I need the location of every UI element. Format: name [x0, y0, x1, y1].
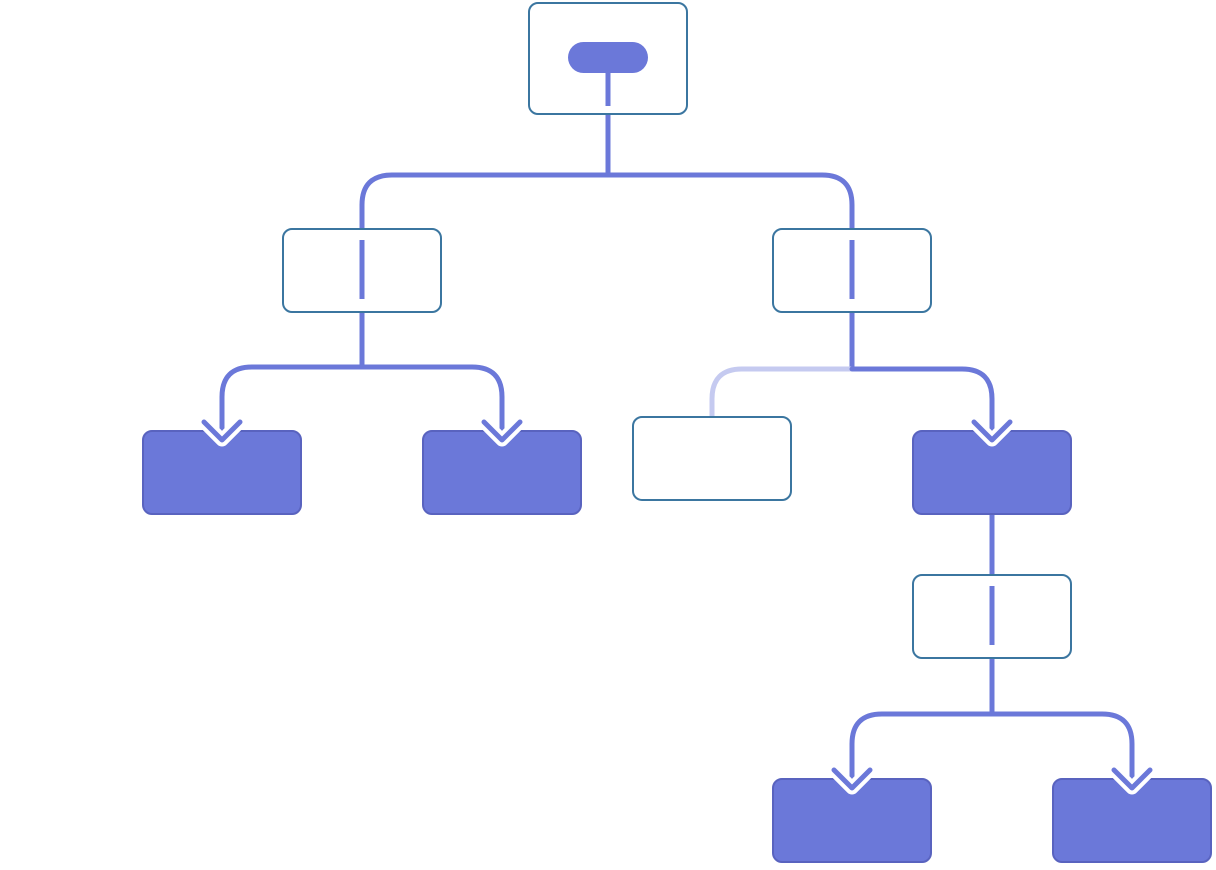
edge-right-branch-to-right-filled [849, 366, 995, 443]
arrowhead-left-leaf-2 [481, 419, 523, 443]
edge-root-to-left-branch [359, 172, 611, 231]
node-box-right-empty [632, 416, 792, 501]
arrowhead-left-leaf-1 [201, 419, 243, 443]
edge-deep-branch-to-deep-leaf-1 [849, 711, 995, 791]
root-pill [568, 42, 648, 73]
edge-root-to-right-branch [605, 172, 855, 231]
edge-right-branch-to-right-empty [709, 366, 855, 419]
arrowhead-deep-leaf-2 [1111, 767, 1153, 791]
arrowhead-right-filled [971, 419, 1013, 443]
arrowheads-layer [197, 415, 1157, 795]
node-root [528, 2, 688, 115]
arrowhead-deep-leaf-1 [831, 767, 873, 791]
node-right-empty [632, 416, 792, 501]
node-deep-branch [912, 574, 1072, 659]
nodes-layer [142, 2, 1212, 863]
edge-left-branch-to-left-leaf-2 [359, 364, 505, 443]
edge-left-branch-to-left-leaf-1 [219, 364, 365, 443]
node-left-branch [282, 228, 442, 313]
edge-deep-branch-to-deep-leaf-2 [989, 711, 1135, 791]
node-right-branch [772, 228, 932, 313]
